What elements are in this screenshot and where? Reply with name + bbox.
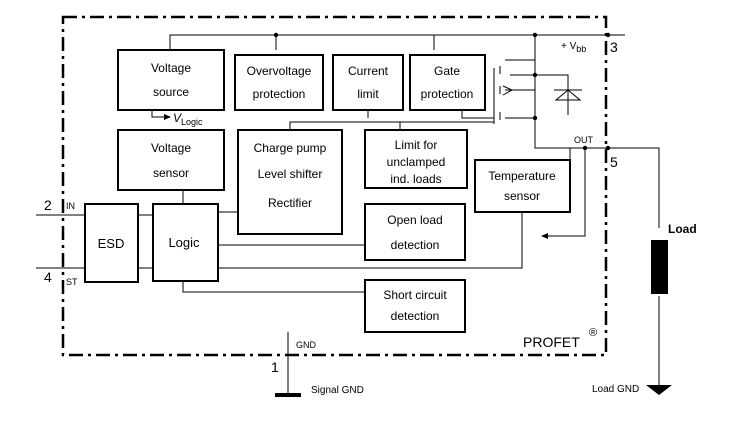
limit-unclamped-line3: ind. loads [390,172,441,186]
overvoltage-line2: protection [253,87,306,101]
registered-mark: ® [589,327,597,339]
signal-gnd-label: Signal GND [311,385,364,396]
pin-in-number: 2 [44,197,52,213]
pin-out-label: OUT [574,135,594,145]
pin-st-number: 4 [44,269,52,285]
internal-wiring [36,34,660,397]
gate-protection-line1: Gate [434,64,460,78]
block-logic: Logic [152,203,219,282]
voltage-source-line2: source [153,85,189,99]
pin-vbb-label: + Vbb [561,41,586,54]
block-overvoltage-protection: Overvoltage protection [234,54,324,111]
vlogic-subscript: Logic [181,117,203,127]
pin-out-number: 5 [610,154,618,170]
block-voltage-sensor: Voltage sensor [117,129,225,191]
short-circuit-line1: Short circuit [383,288,447,302]
open-load-line1: Open load [387,213,442,227]
block-open-load-detection: Open load detection [364,203,466,261]
vlogic-label: VLogic [173,111,203,127]
pin-gnd-label: GND [296,340,317,350]
esd-label: ESD [98,236,125,251]
chip-boundary [61,15,608,357]
load-gnd-label: Load GND [592,384,639,395]
block-voltage-source: Voltage source [117,49,225,111]
current-limit-line2: limit [357,87,379,101]
load-ground-symbol [646,385,672,395]
load-resistor: Load [651,222,697,294]
block-esd: ESD [84,203,139,283]
short-circuit-line2: detection [391,309,440,323]
block-temperature-sensor: Temperature sensor [474,159,571,213]
open-load-line2: detection [391,238,440,252]
junction-dots [273,32,611,151]
profet-label: PROFET [523,334,580,350]
vbb-subscript: bb [576,44,586,54]
pin-gnd-number: 1 [271,359,279,375]
load-label: Load [668,222,697,236]
pin-in-label: IN [66,201,75,211]
logic-label: Logic [168,235,200,250]
voltage-source-line1: Voltage [151,61,191,75]
temperature-sensor-line1: Temperature [488,169,556,183]
current-limit-line1: Current [348,64,389,78]
charge-pump-line1: Charge pump [254,141,327,155]
limit-unclamped-line1: Limit for [395,138,438,152]
block-gate-protection: Gate protection [409,54,486,111]
vlogic-v: V [173,111,182,125]
block-short-circuit-detection: Short circuit detection [364,279,466,333]
vbb-prefix: + V [561,41,577,52]
diode-symbol [554,89,582,101]
block-current-limit: Current limit [332,54,404,111]
block-limit-unclamped: Limit for unclamped ind. loads [364,129,468,189]
limit-unclamped-line2: unclamped [387,155,446,169]
temperature-sensor-line2: sensor [504,189,540,203]
overvoltage-line1: Overvoltage [247,64,312,78]
gate-protection-line2: protection [421,87,474,101]
charge-pump-line3: Rectifier [268,196,312,210]
pin-st-label: ST [66,277,78,287]
voltage-sensor-line1: Voltage [151,141,191,155]
pin-vbb-number: 3 [610,39,618,55]
charge-pump-line2: Level shifter [258,167,323,181]
voltage-sensor-line2: sensor [153,166,189,180]
block-charge-pump: Charge pump Level shifter Rectifier [237,129,343,235]
